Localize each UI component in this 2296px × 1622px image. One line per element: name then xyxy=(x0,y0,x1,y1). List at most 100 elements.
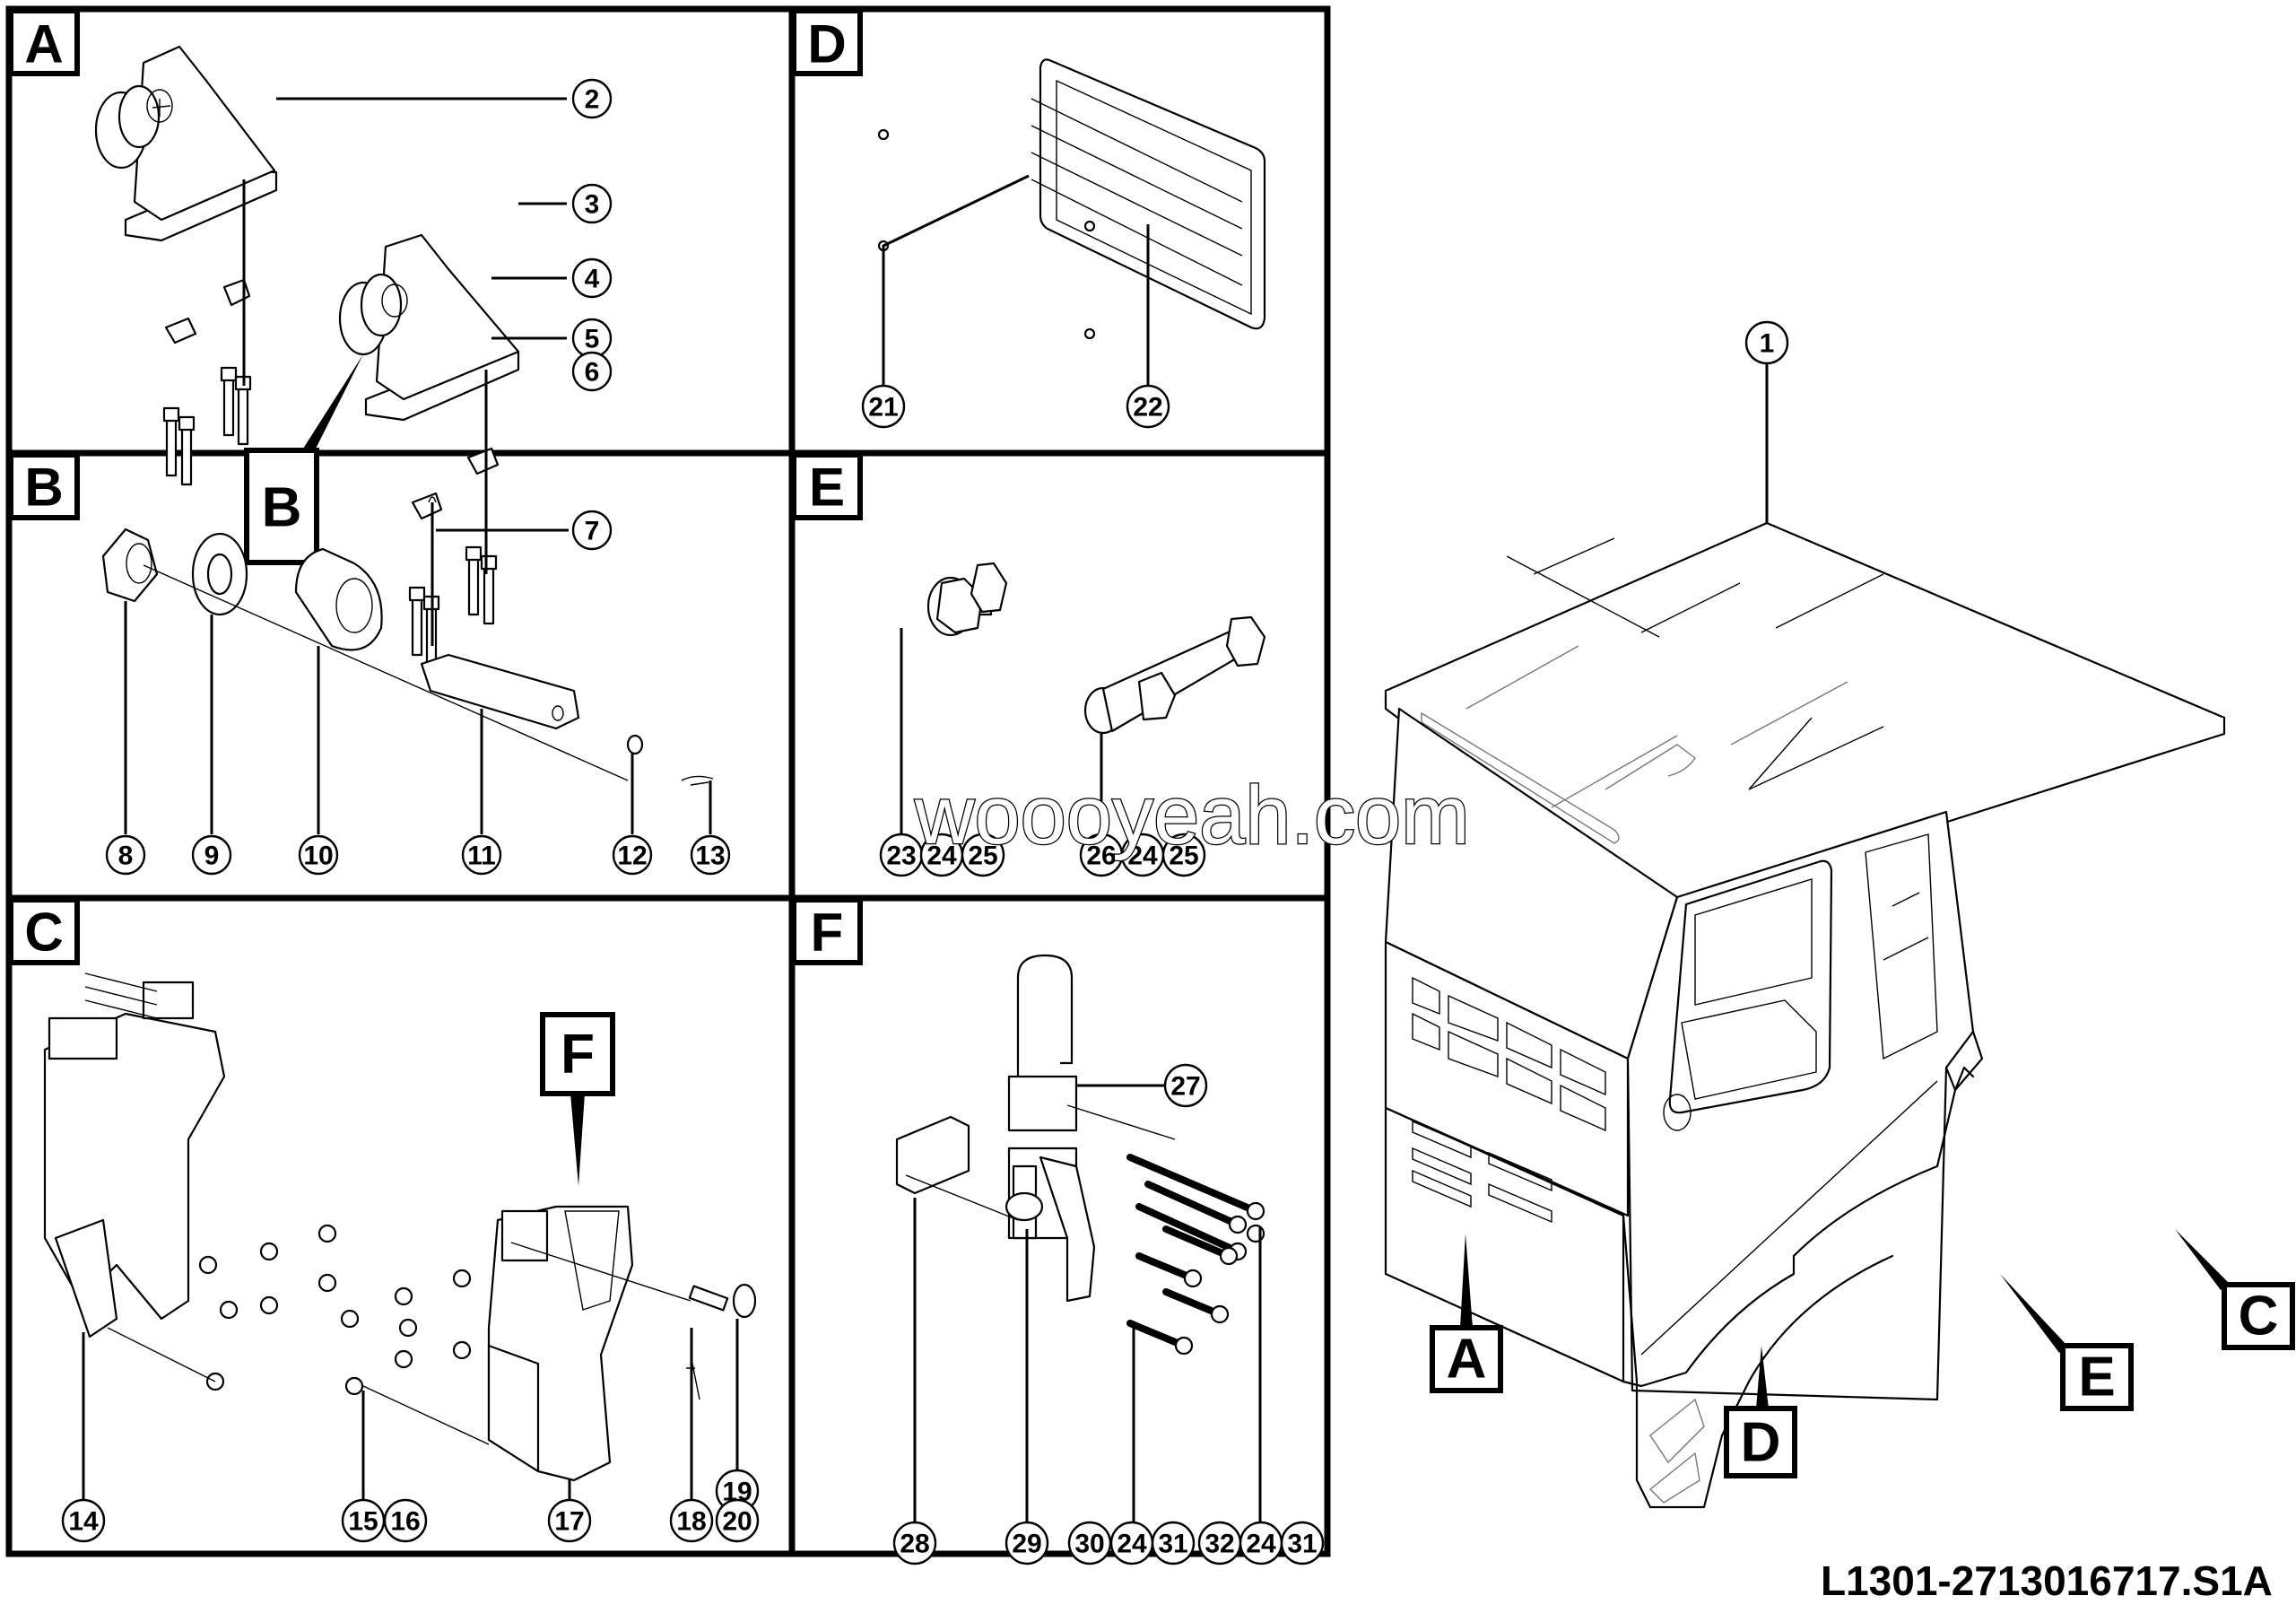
callout-16: 16 xyxy=(383,1498,428,1543)
svg-text:24: 24 xyxy=(1246,1530,1276,1559)
ref-label: D xyxy=(1741,1412,1781,1474)
callout-9: 9 xyxy=(191,834,232,876)
svg-text:25: 25 xyxy=(1169,842,1198,871)
panel-label-D: D xyxy=(791,8,863,76)
callout-21: 21 xyxy=(861,384,906,429)
castle-nut xyxy=(101,528,159,603)
bushing xyxy=(294,547,383,651)
svg-text:6: 6 xyxy=(585,358,600,388)
svg-text:24: 24 xyxy=(1127,842,1158,871)
svg-text:14: 14 xyxy=(68,1507,99,1537)
svg-text:21: 21 xyxy=(868,393,898,423)
svg-text:9: 9 xyxy=(204,842,220,871)
svg-text:29: 29 xyxy=(1012,1530,1041,1559)
callout-24: 24 xyxy=(1109,1521,1154,1565)
ref-label: C xyxy=(2239,1286,2279,1347)
grille-frame xyxy=(1039,58,1266,330)
callout-26: 26 xyxy=(1079,833,1124,877)
svg-text:26: 26 xyxy=(1086,842,1116,871)
callout-4: 4 xyxy=(571,257,613,299)
callout-13: 13 xyxy=(690,834,731,876)
ref-label: E xyxy=(2078,1347,2115,1408)
detail-reference-B: B xyxy=(244,354,363,565)
callout-11: 11 xyxy=(461,834,502,876)
svg-text:10: 10 xyxy=(303,842,333,871)
grease-nipple xyxy=(626,734,644,755)
panel-E-leaders xyxy=(900,628,1103,836)
panel-A-leaders xyxy=(242,97,567,574)
watermark: woooyeah.com xyxy=(914,770,1470,861)
panel-label-text: E xyxy=(809,458,845,518)
cab-detail-reference-E: E xyxy=(2000,1274,2134,1411)
panel-A-art: B xyxy=(94,45,567,666)
cab-detail-reference-C: C xyxy=(2175,1229,2295,1350)
ref-label: F xyxy=(561,1024,595,1086)
svg-text:1: 1 xyxy=(1760,329,1775,359)
detail-reference-F: F xyxy=(540,1012,615,1186)
svg-text:32: 32 xyxy=(1205,1530,1234,1559)
svg-text:4: 4 xyxy=(585,265,600,294)
callout-5: 5 xyxy=(571,318,613,359)
panel-label-A: A xyxy=(8,8,80,76)
panel-label-C: C xyxy=(8,897,80,965)
cab-door xyxy=(1668,859,1833,1114)
panel-label-text: B xyxy=(24,458,63,518)
callout-24: 24 xyxy=(1120,833,1165,877)
callout-25: 25 xyxy=(1161,833,1206,877)
cab-step xyxy=(1622,1214,1894,1509)
panel-C-art: F xyxy=(43,972,757,1500)
latch-lever xyxy=(1039,1155,1096,1303)
callout-8: 8 xyxy=(105,834,146,876)
panel-B-art xyxy=(101,496,714,834)
svg-text:17: 17 xyxy=(554,1507,584,1537)
cab-detail-reference-A: A xyxy=(1430,1234,1503,1393)
panel-grid xyxy=(5,5,1331,1557)
svg-text:30: 30 xyxy=(1074,1530,1104,1559)
panel-D-leaders xyxy=(882,174,1150,386)
backing-plate xyxy=(895,1115,970,1195)
callouts: 2 3 4 5 6 7 8 9 10 11 12 13 14 15 16 17 … xyxy=(61,78,1789,1565)
callout-32: 32 xyxy=(1197,1521,1242,1565)
panel-label-E: E xyxy=(791,452,863,520)
svg-text:5: 5 xyxy=(585,325,600,354)
panel-label-F: F xyxy=(791,897,863,965)
pin xyxy=(420,653,580,730)
svg-text:7: 7 xyxy=(585,517,600,546)
callout-31: 31 xyxy=(1151,1521,1196,1565)
callout-25: 25 xyxy=(961,833,1005,877)
panel-label-text: C xyxy=(24,903,63,963)
callout-3: 3 xyxy=(571,183,613,224)
washer-ring xyxy=(732,1283,757,1319)
callout-30: 30 xyxy=(1067,1521,1112,1565)
callout-12: 12 xyxy=(612,834,653,876)
callout-18: 18 xyxy=(669,1498,714,1543)
panel-label-text: F xyxy=(811,903,844,963)
ref-label: A xyxy=(1447,1329,1487,1391)
svg-text:23: 23 xyxy=(886,842,916,871)
svg-text:27: 27 xyxy=(1170,1072,1200,1102)
svg-text:25: 25 xyxy=(968,842,997,871)
panel-E-art xyxy=(900,562,1266,836)
svg-text:2: 2 xyxy=(585,85,600,115)
panel-C-leaders xyxy=(82,1319,739,1500)
svg-text:15: 15 xyxy=(348,1507,378,1537)
svg-text:20: 20 xyxy=(722,1507,752,1537)
cab-detail-reference-D: D xyxy=(1724,1346,1797,1478)
callout-31: 31 xyxy=(1280,1521,1325,1565)
svg-text:8: 8 xyxy=(118,842,134,871)
callout-24: 24 xyxy=(1239,1521,1283,1565)
ref-label: B xyxy=(262,477,302,539)
svg-text:31: 31 xyxy=(1287,1530,1317,1559)
svg-text:11: 11 xyxy=(467,842,496,871)
svg-text:24: 24 xyxy=(1117,1530,1147,1559)
panel-D-art xyxy=(877,58,1266,386)
svg-text:18: 18 xyxy=(676,1507,706,1537)
outer-frame xyxy=(5,5,1331,1557)
callout-17: 17 xyxy=(547,1498,592,1543)
front-grille-slots xyxy=(1412,976,1606,1224)
svg-text:24: 24 xyxy=(926,842,957,871)
u-handle xyxy=(1016,954,1074,1110)
callout-24: 24 xyxy=(919,833,964,877)
callout-10: 10 xyxy=(298,834,339,876)
loose-bolts xyxy=(198,1224,472,1396)
